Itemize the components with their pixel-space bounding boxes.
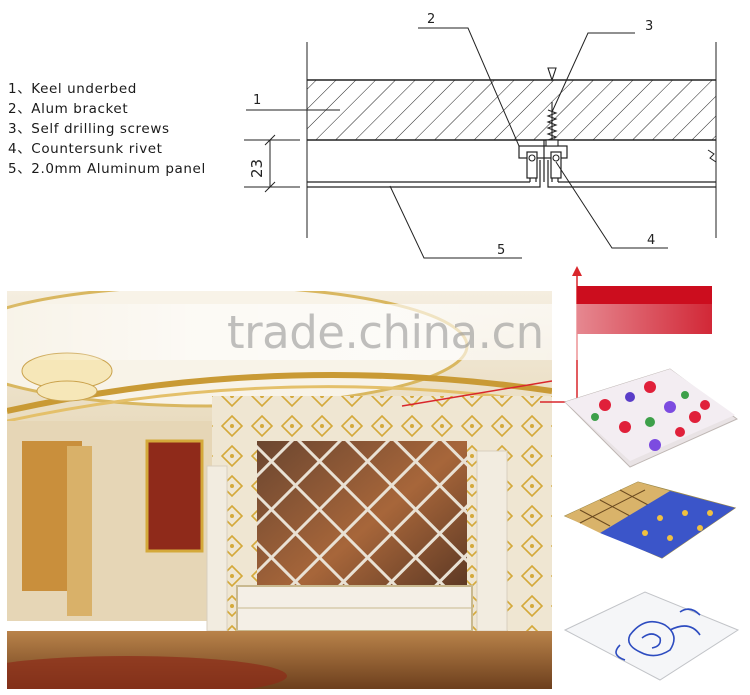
legend-list: 1、Keel underbed 2、Alum bracket 3、Self dr… bbox=[8, 79, 206, 179]
leader-lines bbox=[246, 27, 668, 259]
sample-tile-floral bbox=[564, 368, 738, 468]
alum-bracket bbox=[518, 140, 568, 182]
legend-item: 4、Countersunk rivet bbox=[8, 141, 163, 157]
interior-photo bbox=[7, 291, 552, 689]
legend-item: 3、Self drilling screws bbox=[8, 121, 170, 137]
dimension-label: 23 bbox=[248, 159, 266, 178]
dimension-23 bbox=[244, 134, 300, 193]
sample-tile-blue-flower bbox=[563, 591, 740, 681]
keel-underbed bbox=[307, 79, 717, 163]
callout-4: 4 bbox=[647, 233, 655, 248]
callout-3: 3 bbox=[645, 19, 653, 34]
aluminum-panel bbox=[307, 160, 716, 188]
legend-item: 1、Keel underbed bbox=[8, 81, 137, 97]
section-drawing: 1 2 3 4 5 23 bbox=[244, 12, 717, 259]
sample-tile-geometric bbox=[563, 481, 737, 559]
legend-item: 5、2.0mm Aluminum panel bbox=[8, 161, 206, 177]
callout-2: 2 bbox=[427, 12, 435, 27]
self-drilling-screw bbox=[545, 67, 559, 147]
callout-5: 5 bbox=[497, 243, 505, 258]
legend-item: 2、Alum bracket bbox=[8, 101, 129, 117]
callout-1: 1 bbox=[253, 93, 261, 108]
countersunk-rivet bbox=[528, 154, 560, 162]
